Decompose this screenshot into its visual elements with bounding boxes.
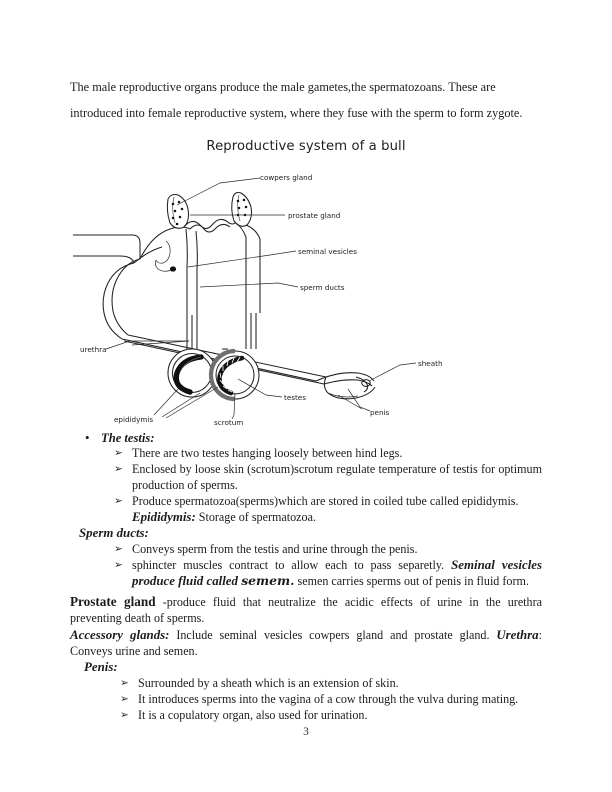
- body-text: • The testis: ➢ There are two testes han…: [70, 429, 542, 724]
- list-item-text: Surrounded by a sheath which is an exten…: [138, 676, 399, 690]
- list-testis: ➢ There are two testes hanging loosely b…: [70, 446, 542, 525]
- seminal-vesicles-emphasis: Seminal vesicles produce fluid called: [132, 557, 543, 589]
- list-item: ➢ Enclosed by loose skin (scrotum)scrotu…: [114, 462, 542, 493]
- arrow-bullet-icon: ➢: [120, 693, 129, 706]
- arrow-bullet-icon: ➢: [120, 709, 129, 722]
- heading-urethra: Urethra: [496, 628, 539, 643]
- section-prostate-gland: Prostate gland -produce fluid that neutr…: [70, 594, 542, 626]
- section-accessory-glands: Accessory glands: Include seminal vesicl…: [70, 628, 542, 659]
- label-scrotum: scrotum: [214, 418, 243, 427]
- label-sheath: sheath: [418, 359, 443, 368]
- list-item: ➢ Conveys sperm from the testis and urin…: [114, 541, 542, 558]
- label-sperm-ducts: sperm ducts: [300, 283, 345, 292]
- accessory-glands-text: Include seminal vesicles cowpers gland a…: [169, 628, 497, 643]
- heading-epididymis: Epididymis:: [132, 509, 196, 524]
- list-item-text: Produce spermatozoa(sperms)which are sto…: [132, 493, 519, 508]
- label-seminal-vesicles: seminal vesicles: [298, 247, 357, 256]
- list-item: ➢ Produce spermatozoa(sperms)which are s…: [114, 493, 542, 526]
- heading-accessory-glands: Accessory glands:: [70, 628, 170, 643]
- list-item-text: Conveys sperm from the testis and urine …: [132, 541, 418, 556]
- figure-title: Reproductive system of a bull: [206, 138, 406, 154]
- heading-sperm-ducts: Sperm ducts:: [79, 526, 149, 541]
- page-number: 3: [303, 726, 309, 738]
- label-prostate-gland: prostate gland: [288, 211, 340, 220]
- epididymis-note: Epididymis: Storage of spermatozoa.: [132, 510, 542, 526]
- arrow-bullet-icon: ➢: [114, 542, 123, 555]
- list-item-text: It introduces sperms into the vagina of …: [138, 692, 519, 707]
- heading-penis: Penis:: [84, 660, 118, 675]
- prostate-gland-text: -produce fluid that neutralize the acidi…: [70, 595, 542, 625]
- list-item: ➢ It is a copulatory organ, also used fo…: [120, 708, 542, 724]
- list-item-text: Enclosed by loose skin (scrotum)scrotum …: [132, 462, 542, 492]
- urethra-text: : Conveys urine and semen.: [70, 628, 542, 658]
- bullet-dot: •: [85, 429, 90, 445]
- list-item-text: It is a copulatory organ, also used for …: [138, 708, 368, 723]
- intro-paragraph: The male reproductive organs produce the…: [70, 80, 523, 121]
- list-item-tail: semen carries sperms out of penis in flu…: [294, 574, 529, 589]
- page-content: The male reproductive organs produce the…: [70, 62, 542, 724]
- label-cowpers-gland: cowpers gland: [260, 173, 312, 182]
- list-item: ➢ sphincter muscles contract to allow eac…: [114, 557, 543, 590]
- arrow-bullet-icon: ➢: [114, 463, 123, 476]
- figure-diagram: cowpers gland prostate gland seminal ves…: [70, 163, 542, 429]
- section-testis: • The testis:: [70, 429, 542, 447]
- semem-emphasis: semem.: [241, 573, 295, 589]
- list-item: ➢ It introduces sperms into the vagina o…: [120, 692, 542, 708]
- heading-prostate-gland: Prostate gland: [70, 594, 156, 610]
- arrow-bullet-icon: ➢: [114, 447, 123, 460]
- label-penis: penis: [370, 408, 390, 417]
- list-item: ➢ There are two testes hanging loosely b…: [114, 446, 542, 462]
- list-item: ➢ Surrounded by a sheath which is an ext…: [120, 676, 542, 692]
- list-item-text: There are two testes hanging loosely bet…: [132, 446, 403, 461]
- epididymis-note-text: Storage of spermatozoa.: [195, 509, 316, 524]
- label-testes: testes: [284, 393, 306, 402]
- heading-the-testis: The testis:: [101, 430, 155, 445]
- arrow-bullet-icon: ➢: [114, 558, 123, 571]
- label-urethra: urethra: [80, 345, 107, 354]
- arrow-bullet-icon: ➢: [120, 677, 129, 689]
- list-penis: ➢ Surrounded by a sheath which is an ext…: [70, 676, 542, 724]
- list-item-lead: sphincter muscles contract to allow each…: [132, 557, 452, 572]
- figure-reproductive-system: Reproductive system of a bull: [70, 139, 542, 429]
- arrow-bullet-icon: ➢: [114, 494, 123, 507]
- list-sperm-ducts: ➢ Conveys sperm from the testis and urin…: [70, 542, 542, 590]
- label-epididymis: epididymis: [114, 415, 153, 424]
